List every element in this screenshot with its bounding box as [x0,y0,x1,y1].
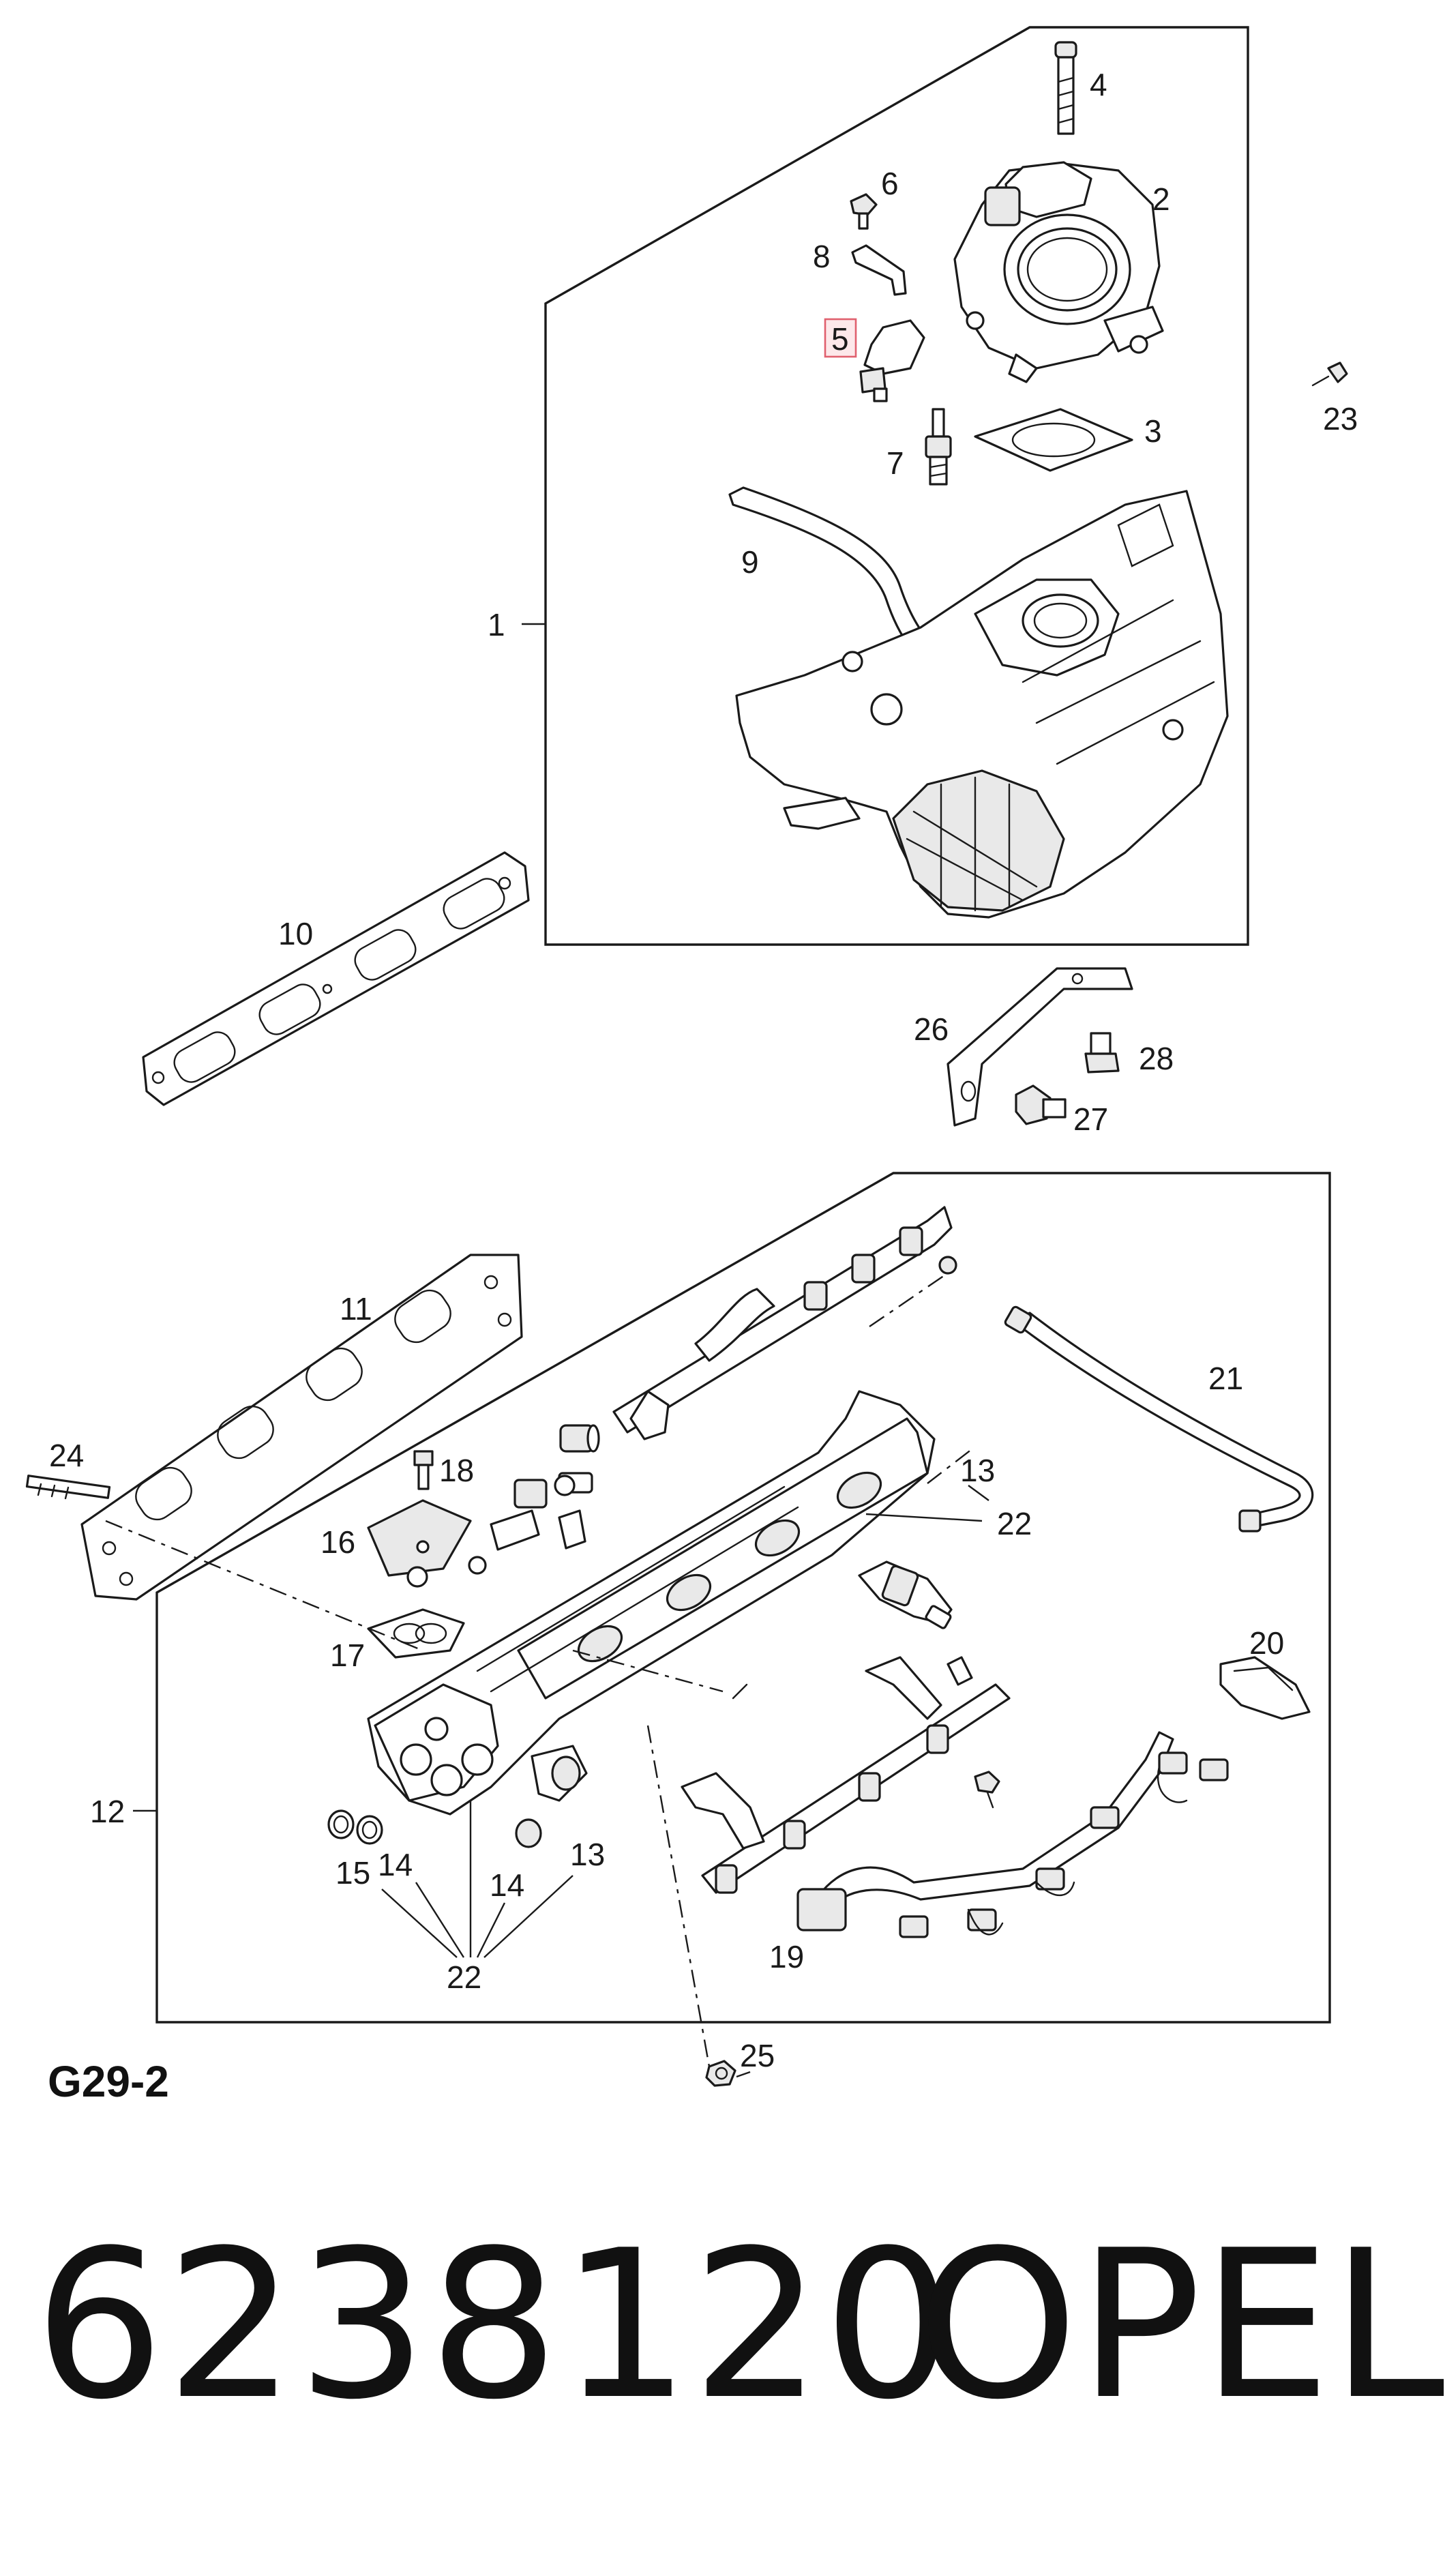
injector-rail-part [681,1656,1011,1894]
callout-1: 1 [488,607,505,642]
bolt-18-part [413,1450,434,1490]
callout-5-highlight [824,318,857,358]
sensor-cap-part [1219,1656,1311,1720]
callout-27: 27 [1073,1101,1108,1137]
fuel-rail-part [612,1206,957,1440]
callout-11: 11 [340,1291,372,1327]
callout-4: 4 [1090,67,1107,102]
callout-12: 12 [90,1794,125,1829]
callout-7: 7 [887,445,904,481]
callout-13-upper: 13 [960,1453,995,1488]
harness-bolt-part [974,1771,1000,1809]
callout-21: 21 [1208,1361,1243,1396]
exploded-parts-diagram: 1 4 2 6 8 5 [25,26,1358,2087]
dashline-13-upper [927,1449,972,1484]
callout-28: 28 [1139,1041,1174,1076]
seal-rings-part [327,1809,542,1848]
leader-25 [736,2071,751,2078]
lower-intake-manifold-part [367,1390,936,1816]
callout-20: 20 [1249,1625,1284,1661]
bracket-bolt-27-part [1015,1084,1067,1125]
callout-16: 16 [321,1524,355,1560]
callout-14-right: 14 [490,1867,524,1903]
cover-plate-part [367,1499,472,1588]
leader-22-upper [865,1513,983,1522]
callout-19: 19 [769,1939,804,1974]
callout-6: 6 [881,166,899,201]
manifold-gasket-part [142,851,530,1106]
throttle-body-part [953,161,1164,383]
screw-23-part [1311,361,1348,387]
callout-10: 10 [278,916,313,951]
nut-25-part [705,2060,736,2087]
gasket-17-part [367,1608,465,1659]
callout-17: 17 [330,1638,365,1673]
sensor-screw-part [850,193,878,230]
stud-24-part [25,1475,111,1500]
rail-bolt-dashline [869,1275,945,1327]
bracket-bolt-28-part [1084,1032,1120,1074]
sensor-bracket-part [851,244,907,296]
callout-18: 18 [439,1453,474,1488]
upper-assembly-frame [544,26,1249,946]
callout-2: 2 [1152,181,1170,217]
throttle-gasket-part [974,408,1133,472]
callout-15: 15 [336,1855,370,1891]
callout-13-lower: 13 [570,1837,605,1872]
callout-3: 3 [1144,413,1162,449]
callout-24: 24 [49,1438,84,1473]
callout-22-lower: 22 [447,1959,481,1995]
callout-14-left: 14 [378,1847,413,1882]
lower-assembly-frame [155,1172,1331,2024]
coolant-sensor-part [925,408,952,486]
callout-22-upper: 22 [997,1506,1032,1541]
fuel-line-part [1004,1305,1314,1533]
fittings-part [468,1424,600,1575]
manifold-bracket-part [947,967,1133,1127]
exhaust-gasket-part [80,1254,523,1601]
throttle-bolt-part [1054,41,1077,135]
wiring-harness-part [796,1731,1229,1938]
callout-26: 26 [914,1011,949,1047]
callout-25: 25 [740,2038,775,2073]
leader-22-lower-fan [381,1801,573,1958]
map-sensor-part [859,319,925,402]
leader-13-upper [968,1485,989,1501]
part-number: 6238120 [34,2206,955,2444]
stud-13-lower [732,1683,748,1700]
diagram-code-label: G29-2 [48,2057,169,2106]
intake-manifold-part [728,486,1229,919]
callout-8: 8 [813,239,831,274]
callout-23: 23 [1323,401,1358,436]
callout-5: 5 [831,321,849,357]
dashline-center [572,1649,724,1693]
brand-name: OPEL [917,2206,1445,2444]
dashline-stud [105,1520,423,1652]
callout-9: 9 [741,544,759,580]
injector-part [858,1560,953,1629]
dashline-nut-25 [646,1725,711,2067]
